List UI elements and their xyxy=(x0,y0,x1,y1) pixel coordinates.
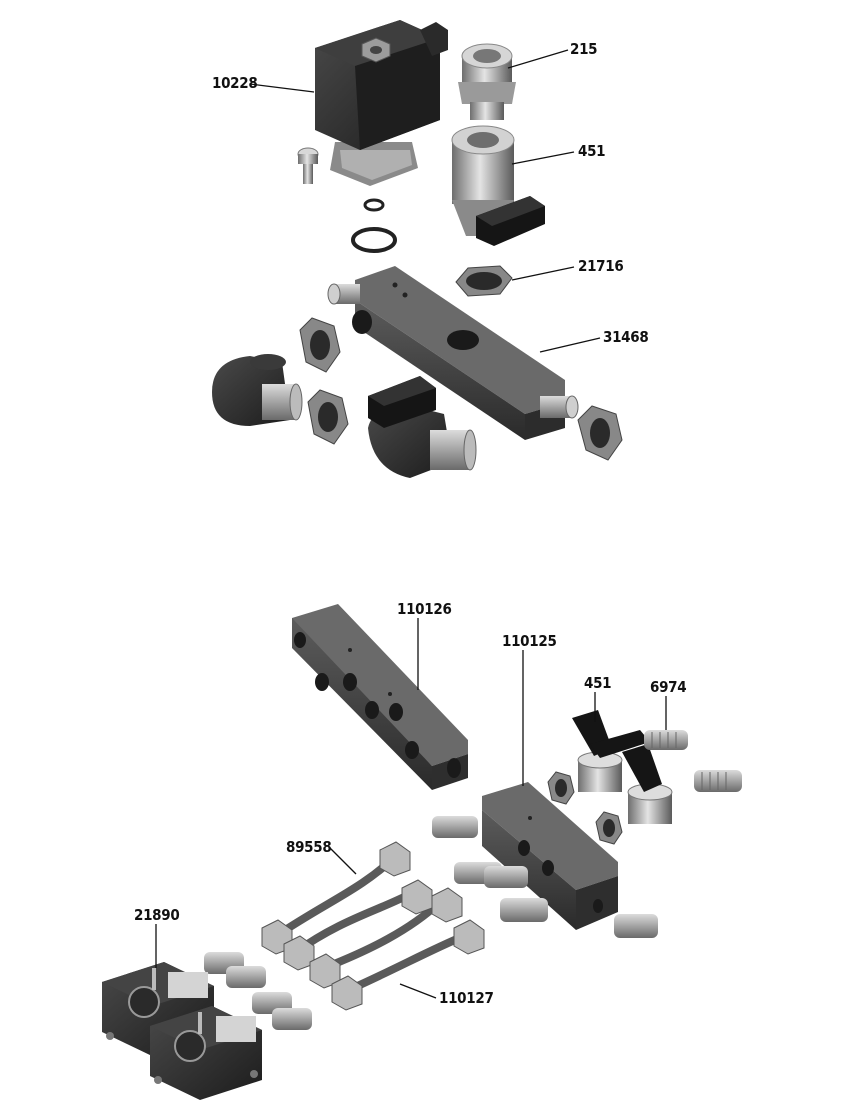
lower-assembly xyxy=(102,604,742,1100)
hex-nut-left-1 xyxy=(299,317,341,373)
screw xyxy=(297,147,319,184)
hex-nut-upper xyxy=(455,265,513,297)
callout-451-upper: 451 xyxy=(578,142,605,160)
manifold-long xyxy=(292,604,468,790)
callout-6974: 6974 xyxy=(650,678,686,696)
nut-valve-1 xyxy=(547,771,575,805)
callout-215: 215 xyxy=(570,40,597,58)
fitting-manifold-2 xyxy=(454,862,528,888)
callout-451-lower: 451 xyxy=(584,674,611,692)
o-ring-small xyxy=(363,198,385,212)
callout-110127: 110127 xyxy=(439,989,494,1007)
valve-lower xyxy=(368,376,477,478)
upper-leaders xyxy=(249,49,601,353)
upper-callouts: 10228 215 451 21716 31468 xyxy=(212,40,649,346)
elbow-fitting-left xyxy=(212,354,303,426)
valve-lower-1 xyxy=(572,710,650,792)
callout-110125: 110125 xyxy=(502,632,557,650)
small-fittings-left xyxy=(204,952,312,1030)
upper-assembly xyxy=(212,20,623,478)
fitting-6974-2 xyxy=(694,770,742,792)
fitting-top xyxy=(458,43,516,120)
lower-callouts: 110126 110125 451 6974 89558 21890 11012… xyxy=(134,600,687,1007)
solenoid-coil xyxy=(315,20,448,186)
callout-89558: 89558 xyxy=(286,838,331,856)
callout-21890: 21890 xyxy=(134,906,179,924)
valve-lower-2 xyxy=(622,744,673,824)
fitting-6974-1 xyxy=(644,730,688,750)
callout-21716: 21716 xyxy=(578,257,623,275)
fitting-manifold-1 xyxy=(432,816,478,838)
fitting-manifold-4 xyxy=(614,914,658,938)
manifold-short xyxy=(482,782,618,930)
tube-assembly xyxy=(261,841,485,1011)
manifold-upper xyxy=(327,266,579,440)
callout-10228: 10228 xyxy=(212,74,257,92)
elbow-valve-upper xyxy=(451,125,545,246)
callout-110126: 110126 xyxy=(397,600,452,618)
hex-nut-left-2 xyxy=(307,389,349,445)
flow-meter-1 xyxy=(102,962,214,1056)
nut-valve-2 xyxy=(595,811,623,845)
fitting-manifold-3 xyxy=(500,898,548,922)
lower-leaders xyxy=(155,618,667,999)
o-ring-large xyxy=(351,227,397,253)
flow-meter-2 xyxy=(150,1006,262,1100)
callout-31468: 31468 xyxy=(603,328,648,346)
hex-nut-right xyxy=(577,405,623,461)
